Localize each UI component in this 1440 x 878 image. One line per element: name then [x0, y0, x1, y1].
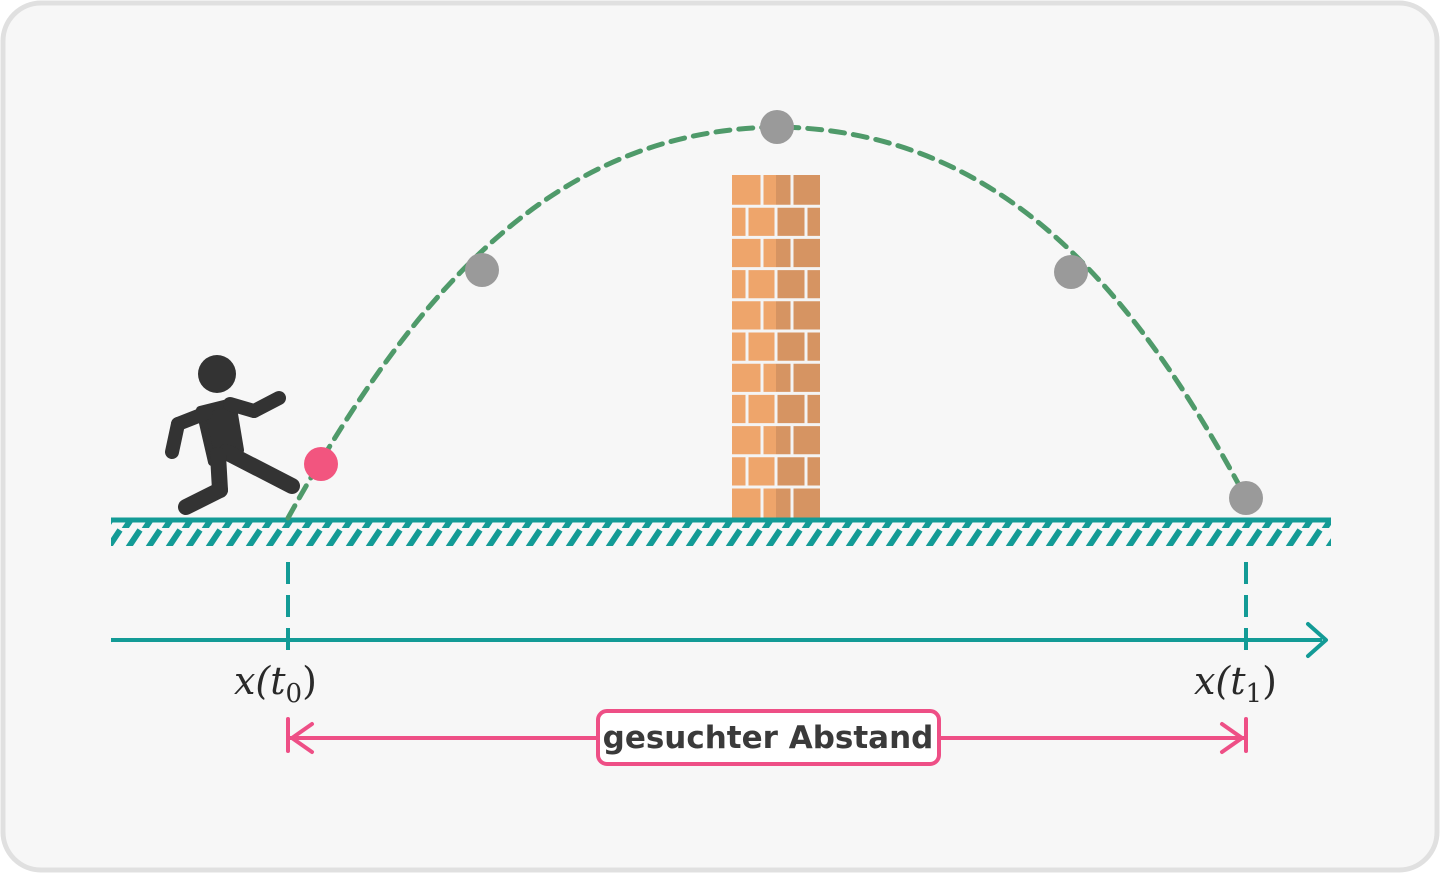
ball-path-point — [1054, 255, 1088, 289]
brick-wall-icon — [732, 175, 820, 518]
ball-landing-point — [1229, 481, 1263, 515]
person-kicking-icon — [165, 355, 300, 515]
x-axis — [111, 622, 1328, 658]
label-x-t1: x(t1) — [1194, 659, 1277, 709]
distance-arrow — [286, 717, 1248, 754]
ball-start-point — [304, 447, 338, 481]
distance-label-box — [596, 709, 941, 766]
label-x-t0: x(t0) — [234, 659, 317, 709]
ball-path-point — [465, 253, 499, 287]
ground — [111, 517, 1331, 546]
ball-path-point — [760, 110, 794, 144]
distance-label: gesuchter Abstand — [603, 720, 934, 756]
